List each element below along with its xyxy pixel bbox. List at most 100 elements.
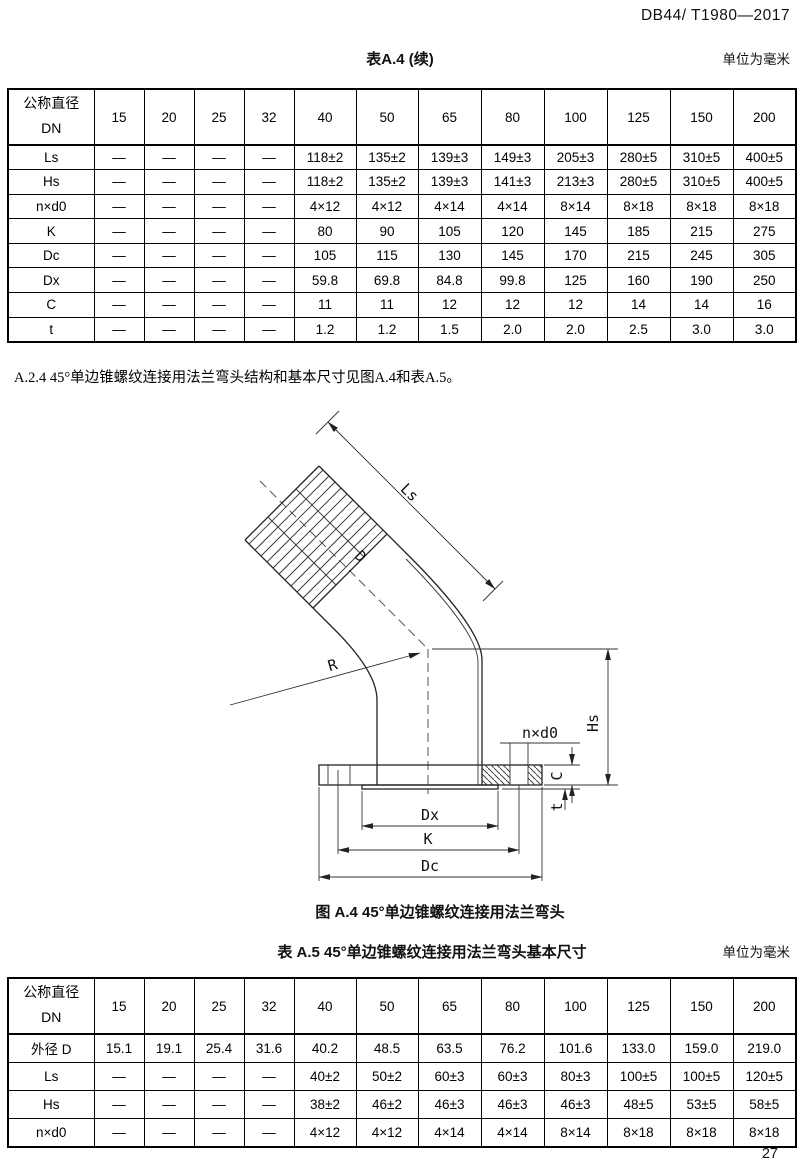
column-header: 200 [732,88,797,146]
cell: 205±3 [543,144,608,171]
cell: — [143,267,195,294]
cell: 58±5 [732,1089,797,1120]
cell: 139±3 [417,169,482,195]
cell: 160 [606,267,671,294]
cell: — [243,218,295,244]
column-header: 25 [193,977,245,1035]
column-header: 150 [669,977,734,1035]
cell: 139±3 [417,144,482,171]
cell: — [193,1118,245,1148]
cell: 185 [606,218,671,244]
corner-header: 公称直径 DN [7,977,95,1035]
cell: 80 [293,218,357,244]
column-header: 32 [243,88,295,146]
cell: 12 [480,292,545,318]
column-header: 50 [355,88,419,146]
cell: 219.0 [732,1033,797,1063]
cell: — [243,169,295,195]
cell: — [193,1089,245,1120]
doc-number: DB44/ T1980—2017 [640,7,790,24]
cell: 8×18 [669,1118,734,1148]
cell: — [93,242,145,269]
dimension-label-nxd0: n×d0 [522,724,558,742]
dimension-dx: Dx [361,791,499,830]
cell: — [193,1061,245,1091]
cell: 149±3 [480,144,545,171]
cell: 40.2 [293,1033,357,1063]
cell: 120 [480,218,545,244]
cell: 90 [355,218,419,244]
cell: 4×12 [355,1118,419,1148]
cell: 19.1 [143,1033,195,1063]
column-header: 80 [480,977,545,1035]
cell: 133.0 [606,1033,671,1063]
row-label: n×d0 [7,1118,95,1148]
cell: 76.2 [480,1033,545,1063]
cell: 105 [293,242,357,269]
cell: 14 [669,292,734,318]
cell: 3.0 [732,316,797,343]
cell: — [93,218,145,244]
cell: 38±2 [293,1089,357,1120]
column-header: 65 [417,88,482,146]
cell: 16 [732,292,797,318]
cell: 59.8 [293,267,357,294]
dimension-t: t [502,788,580,812]
dimension-nxd0: n×d0 [500,724,580,744]
cell: — [93,169,145,195]
dimension-label-r: R [326,655,341,675]
cell: 69.8 [355,267,419,294]
cell: — [193,316,245,343]
column-header: 32 [243,977,295,1035]
cell: — [143,242,195,269]
cell: — [193,267,245,294]
cell: — [93,316,145,343]
cell: 215 [606,242,671,269]
cell: 12 [417,292,482,318]
cell: 1.5 [417,316,482,343]
row-label: C [7,292,95,318]
cell: 400±5 [732,169,797,195]
cell: 215 [669,218,734,244]
cell: 100±5 [669,1061,734,1091]
cell: — [143,169,195,195]
cell: — [93,144,145,171]
column-header: 20 [143,88,195,146]
row-label: n×d0 [7,193,95,220]
table-a5-unit-note: 单位为毫米 [722,945,791,960]
table-a4-title: 表A.4 (续) [366,51,434,68]
cell: 2.5 [606,316,671,343]
cell: 12 [543,292,608,318]
column-header: 200 [732,977,797,1035]
cell: — [143,218,195,244]
dimension-label-t: t [548,802,566,811]
dimension-label-c: C [548,771,566,780]
cell: — [93,193,145,220]
dimension-label-ls: Ls [397,480,423,506]
table-a4-title-row: 表A.4 (续) 单位为毫米 [0,48,800,69]
figure-a4: Ls D R Hs n×d0 [110,408,710,888]
cell: 280±5 [606,169,671,195]
cell: 53±5 [669,1089,734,1120]
cell: 8×14 [543,1118,608,1148]
cell: 400±5 [732,144,797,171]
dimension-dc: Dc [318,787,543,881]
cell: — [243,1089,295,1120]
cell: 159.0 [669,1033,734,1063]
cell: — [93,1089,145,1120]
column-header: 100 [543,977,608,1035]
cell: 14 [606,292,671,318]
cell: 4×12 [293,1118,357,1148]
cell: — [243,144,295,171]
elbow-diagram: Ls D R Hs n×d0 [229,410,618,881]
column-header: 80 [480,88,545,146]
column-header: 15 [93,977,145,1035]
column-header: 20 [143,977,195,1035]
cell: — [143,193,195,220]
